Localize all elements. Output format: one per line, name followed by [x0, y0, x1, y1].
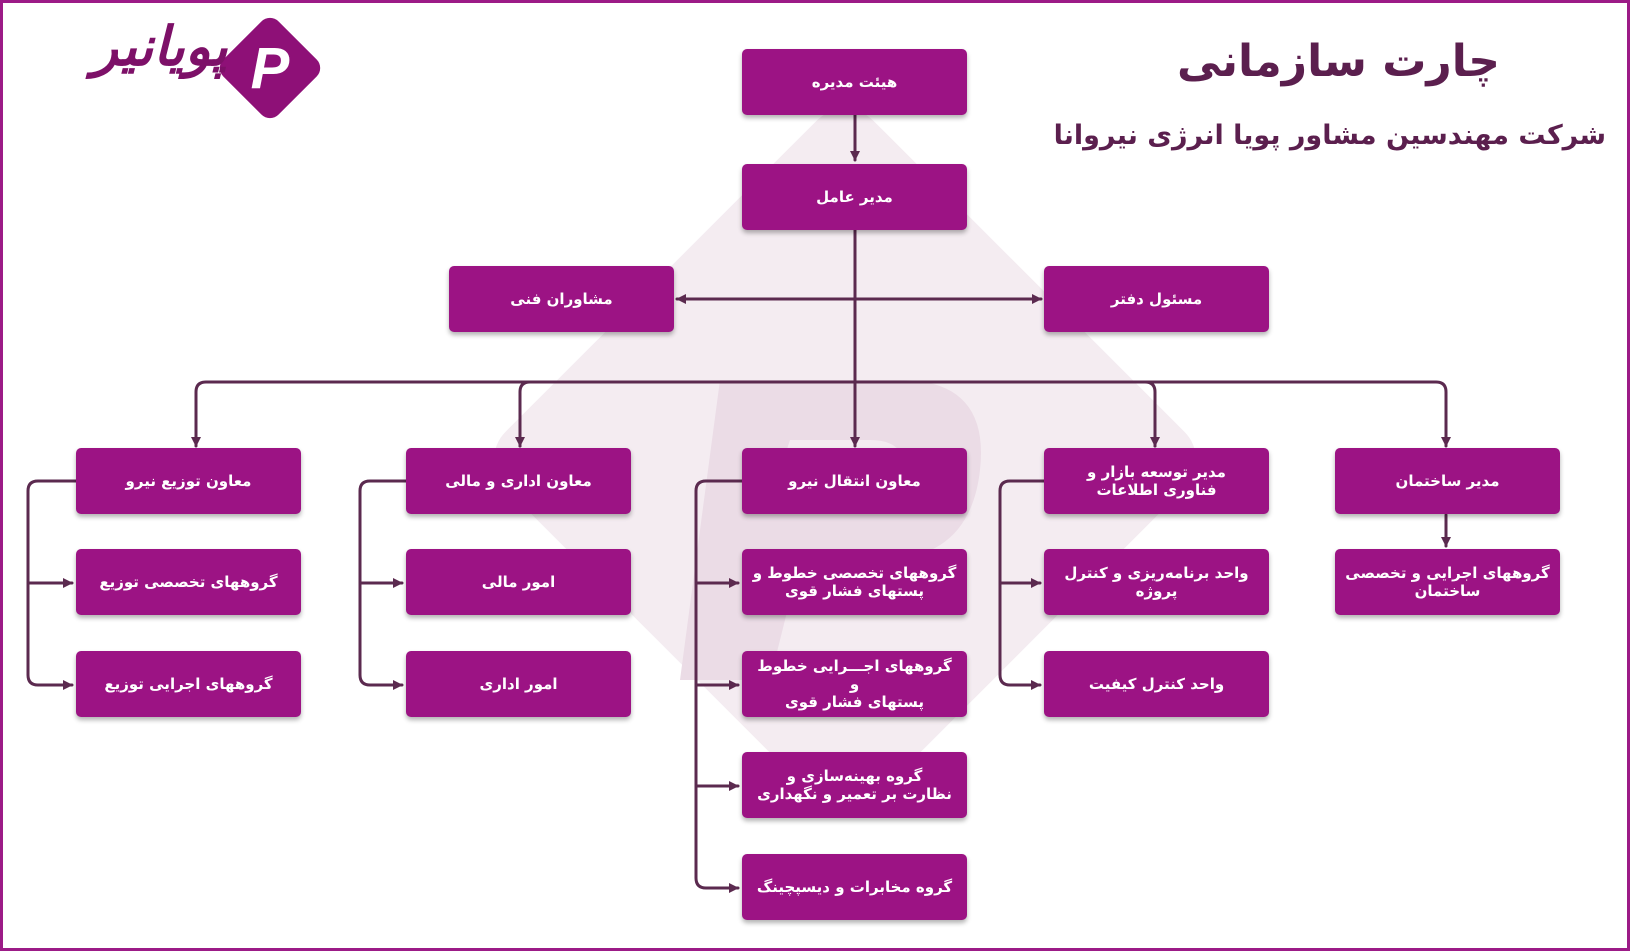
node-construction-manager[interactable]: مدیر ساختمان: [1335, 448, 1560, 514]
node-market-it-manager[interactable]: مدیر توسعه بازار و فناوری اطلاعات: [1044, 448, 1269, 514]
node-construction-groups-label: گروههای اجرایی و تخصصی ساختمان: [1345, 564, 1550, 600]
node-market-it-manager-label: مدیر توسعه بازار و فناوری اطلاعات: [1087, 463, 1226, 499]
node-quality-unit-label: واحد کنترل کیفیت: [1088, 675, 1225, 693]
node-technical-advisors[interactable]: مشاوران فنی: [449, 266, 674, 332]
node-construction-groups[interactable]: گروههای اجرایی و تخصصی ساختمان: [1335, 549, 1560, 615]
node-board-label: هیئت مدیره: [811, 73, 898, 91]
node-optimization-group[interactable]: گروه بهینه‌سازی و نظارت بر تعمیر و نگهدا…: [742, 752, 967, 818]
connector-deputy-admin-finance-path: [518, 380, 532, 448]
node-distribution-executive-label: گروههای اجرایی توزیع: [104, 675, 273, 693]
page-title: چارت سازمانی: [1176, 36, 1500, 87]
node-board[interactable]: هیئت مدیره: [742, 49, 967, 115]
node-distribution-specialist[interactable]: گروههای تخصصی توزیع: [76, 549, 301, 615]
node-optimization-group-label: گروه بهینه‌سازی و نظارت بر تعمیر و نگهدا…: [757, 767, 952, 803]
node-technical-advisors-label: مشاوران فنی: [510, 290, 613, 308]
node-quality-unit[interactable]: واحد کنترل کیفیت: [1044, 651, 1269, 717]
node-construction-manager-label: مدیر ساختمان: [1395, 472, 1500, 490]
node-distribution-specialist-label: گروههای تخصصی توزیع: [99, 573, 278, 591]
node-telecom-group[interactable]: گروه مخابرات و دیسپچینگ: [742, 854, 967, 920]
node-office-manager-label: مسئول دفتر: [1110, 290, 1203, 308]
node-deputy-admin-finance[interactable]: معاون اداری و مالی: [406, 448, 631, 514]
node-administration[interactable]: امور اداری: [406, 651, 631, 717]
node-telecom-group-label: گروه مخابرات و دیسپچینگ: [756, 878, 953, 896]
node-deputy-distribution[interactable]: معاون توزیع نیرو: [76, 448, 301, 514]
node-planning-unit[interactable]: واحد برنامه‌ریزی و کنترل پروژه: [1044, 549, 1269, 615]
node-office-manager[interactable]: مسئول دفتر: [1044, 266, 1269, 332]
connector-deputies-bus: [194, 380, 1448, 430]
node-planning-unit-label: واحد برنامه‌ریزی و کنترل پروژه: [1064, 564, 1249, 600]
node-deputy-transmission-label: معاون انتقال نیرو: [788, 472, 921, 490]
logo-wordmark: پویانیر: [92, 14, 228, 78]
node-finance-label: امور مالی: [481, 573, 556, 591]
node-ceo[interactable]: مدیر عامل: [742, 164, 967, 230]
connector-market-it-path: [1143, 380, 1157, 448]
pouyanir-logo-icon: P: [219, 17, 321, 119]
logo-mark-letter: P: [251, 36, 290, 101]
node-deputy-admin-finance-label: معاون اداری و مالی: [445, 472, 592, 490]
node-finance[interactable]: امور مالی: [406, 549, 631, 615]
connectors: [26, 113, 1451, 893]
node-deputy-transmission[interactable]: معاون انتقال نیرو: [742, 448, 967, 514]
node-transmission-specialist-label: گروههای تخصصی خطوط و پستهای فشار قوی: [752, 564, 957, 600]
node-transmission-executive-label: گروههای اجـــرایی خطوط و پستهای فشار قوی: [757, 657, 952, 711]
node-transmission-executive[interactable]: گروههای اجـــرایی خطوط و پستهای فشار قوی: [742, 651, 967, 717]
page-subtitle: شرکت مهندسین مشاور پویا انرژی نیروانا: [1053, 120, 1606, 151]
node-distribution-executive[interactable]: گروههای اجرایی توزیع: [76, 651, 301, 717]
node-deputy-distribution-label: معاون توزیع نیرو: [125, 472, 252, 490]
node-ceo-label: مدیر عامل: [816, 188, 893, 206]
node-transmission-specialist[interactable]: گروههای تخصصی خطوط و پستهای فشار قوی: [742, 549, 967, 615]
node-administration-label: امور اداری: [479, 675, 558, 693]
